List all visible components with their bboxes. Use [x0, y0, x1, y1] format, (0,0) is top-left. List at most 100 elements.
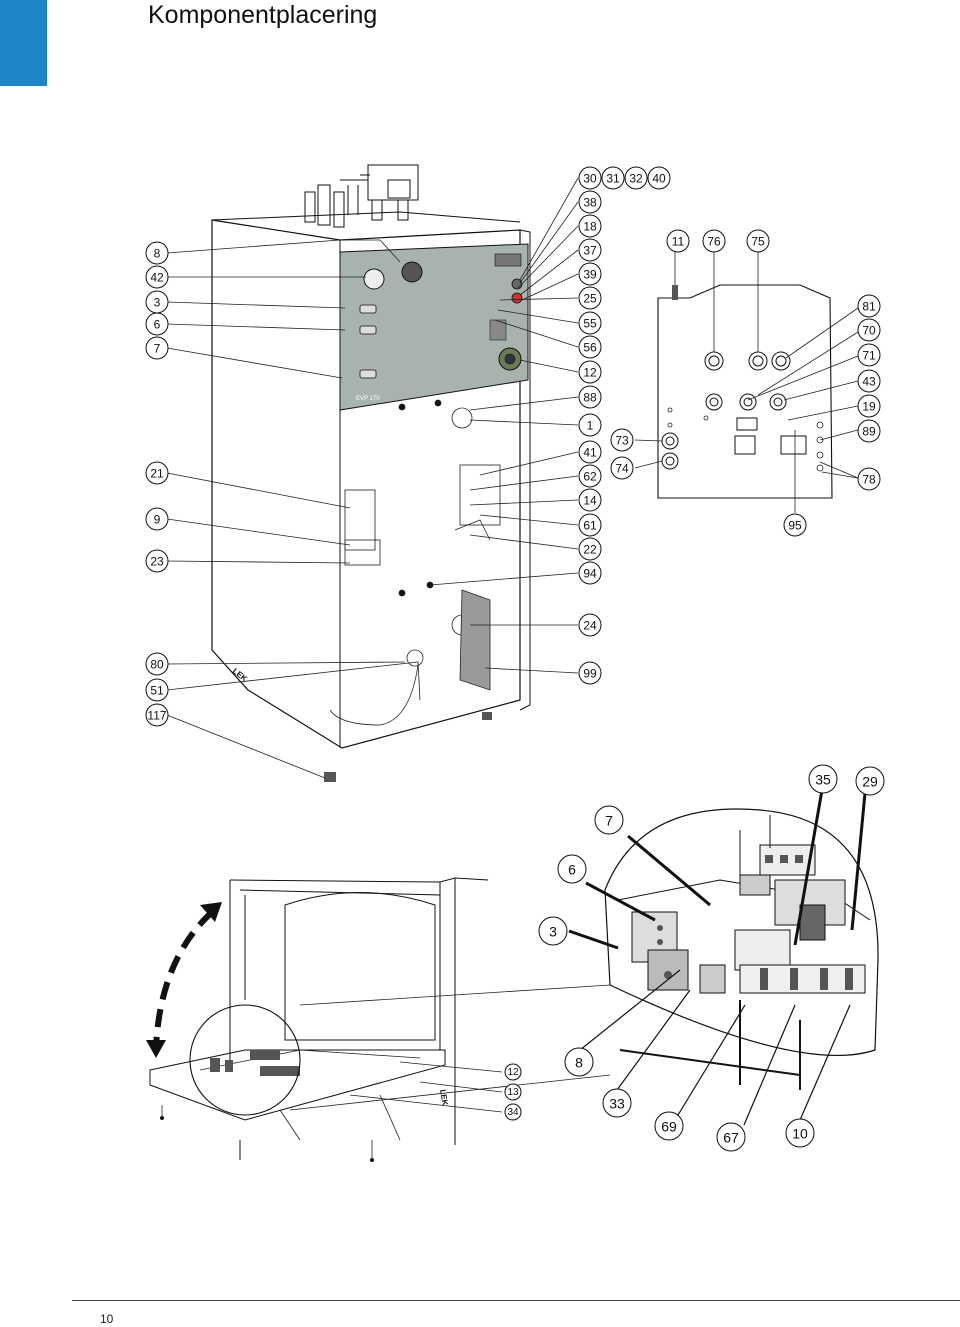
callout-9: 9	[145, 507, 169, 531]
callout-24: 24	[578, 613, 602, 637]
callout-label: 81	[862, 300, 876, 314]
callout-43: 43	[857, 369, 881, 393]
callout-label: 19	[862, 400, 876, 414]
callout-76: 76	[702, 229, 726, 253]
callout-61: 61	[578, 513, 602, 537]
callout-label: 75	[751, 235, 765, 249]
callout-label: 69	[661, 1119, 677, 1135]
blue-tab-marker	[0, 0, 47, 86]
callout-74: 74	[610, 456, 634, 480]
drawer-leaders	[289, 984, 611, 1113]
callout-3: 3	[145, 290, 169, 314]
top-view-leaders	[634, 250, 859, 513]
main-unit-drawing: EVP 270 LEK	[211, 164, 531, 782]
callout-label: 8	[575, 1055, 583, 1071]
callout-label: 25	[583, 292, 597, 306]
callout-label: 88	[583, 391, 597, 405]
callout-label: 80	[150, 658, 164, 672]
callout-label: 9	[154, 513, 161, 527]
callout-62: 62	[578, 464, 602, 488]
callout-23: 23	[145, 549, 169, 573]
callouts-detail: 35 29 7 6 3 8 33 69 67 10	[538, 764, 885, 1152]
callout-35: 35	[808, 764, 838, 794]
page-number: 10	[100, 1312, 114, 1326]
callout-25: 25	[578, 286, 602, 310]
callout-10: 10	[785, 1118, 815, 1148]
callout-label: 1	[587, 419, 594, 433]
callout-label: 11	[672, 235, 685, 249]
callout-32: 32	[624, 166, 648, 190]
callout-label: 99	[583, 667, 597, 681]
callout-label: 12	[507, 1067, 519, 1078]
curved-arrow-icon	[153, 909, 215, 1049]
callout-33: 33	[602, 1088, 632, 1118]
page-title: Komponentplacering	[148, 1, 378, 29]
panel-model-label: EVP 270	[356, 396, 380, 402]
callout-label: 55	[583, 317, 597, 331]
callout-label: 3	[549, 924, 557, 940]
callout-label: 74	[615, 462, 629, 476]
callout-56: 56	[578, 335, 602, 359]
callout-51: 51	[145, 678, 169, 702]
callout-37: 37	[578, 238, 602, 262]
drawer-drawing: LEK	[146, 877, 489, 1162]
callout-99: 99	[578, 661, 602, 685]
callout-label: 78	[862, 473, 876, 487]
callout-label: 31	[606, 172, 620, 186]
callout-34: 34	[504, 1103, 522, 1121]
top-view-drawing	[657, 250, 833, 499]
callout-label: 39	[583, 268, 597, 282]
callout-3: 3	[538, 916, 568, 946]
callout-label: 23	[150, 555, 164, 569]
detail-drawing	[604, 808, 879, 1090]
callout-label: 71	[862, 349, 876, 363]
callout-18: 18	[578, 214, 602, 238]
callout-label: 41	[583, 446, 597, 460]
callout-label: 94	[583, 567, 597, 581]
callout-70: 70	[857, 318, 881, 342]
callout-label: 38	[583, 196, 597, 210]
callout-label: 37	[583, 244, 597, 258]
callout-label: 21	[150, 467, 164, 481]
callout-label: 12	[583, 366, 597, 380]
callout-29: 29	[855, 766, 885, 796]
callout-8: 8	[145, 241, 169, 265]
callout-6: 6	[557, 854, 587, 884]
callout-31: 31	[601, 166, 625, 190]
callout-label: 7	[605, 813, 613, 829]
callout-38: 38	[578, 190, 602, 214]
callout-label: 32	[629, 172, 643, 186]
callout-label: 89	[862, 425, 876, 439]
callout-21: 21	[145, 461, 169, 485]
callout-label: 51	[150, 684, 164, 698]
callout-8: 8	[564, 1047, 594, 1077]
callout-78: 78	[857, 467, 881, 491]
callout-label: 3	[154, 296, 161, 310]
callout-label: 70	[862, 324, 876, 338]
callout-label: 30	[583, 172, 597, 186]
callout-42: 42	[145, 265, 169, 289]
callout-label: 61	[583, 519, 597, 533]
callout-6: 6	[145, 312, 169, 336]
callout-69: 69	[654, 1111, 684, 1141]
callout-71: 71	[857, 343, 881, 367]
callout-94: 94	[578, 561, 602, 585]
detail-leaders	[568, 789, 867, 1126]
callout-label: 24	[583, 619, 597, 633]
callout-39: 39	[578, 262, 602, 286]
callout-89: 89	[857, 419, 881, 443]
callout-label: 67	[723, 1130, 739, 1146]
callout-117: 117	[145, 703, 169, 727]
callout-40: 40	[647, 166, 671, 190]
main-left-leaders	[166, 239, 421, 779]
callout-label: 29	[862, 774, 878, 790]
callout-label: 43	[862, 375, 876, 389]
callout-81: 81	[857, 294, 881, 318]
callout-label: 117	[147, 709, 166, 723]
footer-rule	[72, 1300, 960, 1301]
callout-12: 12	[504, 1063, 522, 1081]
callout-label: 34	[507, 1107, 519, 1118]
